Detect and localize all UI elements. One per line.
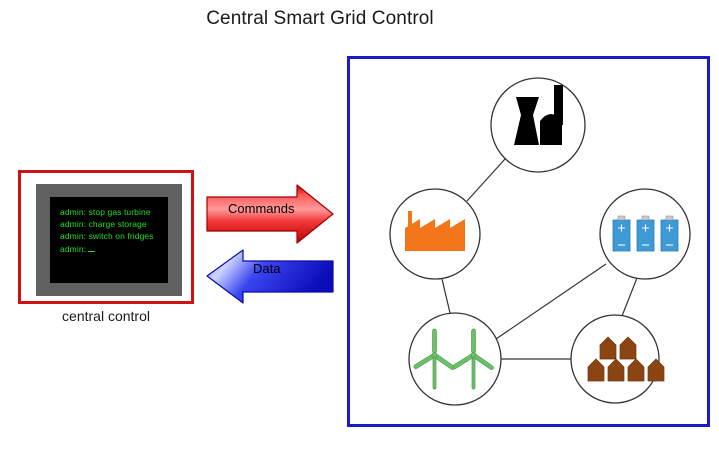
link-batteries-houses bbox=[621, 277, 638, 317]
commands-arrow bbox=[206, 184, 334, 244]
node-factory[interactable] bbox=[389, 188, 481, 280]
monitor-frame: admin: stop gas turbine admin: charge st… bbox=[18, 170, 194, 304]
factory-icon bbox=[405, 211, 465, 251]
central-control-station: admin: stop gas turbine admin: charge st… bbox=[18, 170, 194, 304]
node-houses[interactable] bbox=[570, 314, 665, 404]
terminal-prompt: admin: bbox=[60, 243, 87, 254]
terminal-cursor bbox=[88, 243, 96, 252]
grid-links bbox=[441, 158, 638, 360]
page-title: Central Smart Grid Control bbox=[206, 8, 434, 29]
terminal-prompt-line: admin: bbox=[60, 243, 168, 255]
link-wind-batteries bbox=[495, 263, 607, 340]
wind-turbine-icon bbox=[413, 328, 494, 390]
node-power-plant[interactable] bbox=[490, 77, 586, 173]
terminal-line: admin: charge storage bbox=[60, 219, 147, 230]
node-wind-turbines[interactable] bbox=[408, 312, 502, 406]
battery-icon bbox=[612, 215, 679, 252]
monitor-bezel: admin: stop gas turbine admin: charge st… bbox=[36, 184, 182, 296]
terminal-line: admin: switch on fridges bbox=[60, 231, 154, 242]
power-plant-icon bbox=[514, 85, 563, 145]
smart-grid-panel bbox=[347, 56, 710, 427]
link-factory-wind bbox=[441, 278, 451, 314]
link-power-plant-factory bbox=[466, 158, 506, 202]
terminal-screen[interactable]: admin: stop gas turbine admin: charge st… bbox=[50, 197, 168, 283]
data-arrow bbox=[206, 249, 334, 304]
house-icon bbox=[587, 336, 665, 382]
smart-grid-graph bbox=[389, 77, 691, 406]
terminal-line: admin: stop gas turbine bbox=[60, 207, 151, 217]
node-batteries[interactable] bbox=[599, 188, 691, 280]
central-control-caption: central control bbox=[62, 308, 150, 324]
